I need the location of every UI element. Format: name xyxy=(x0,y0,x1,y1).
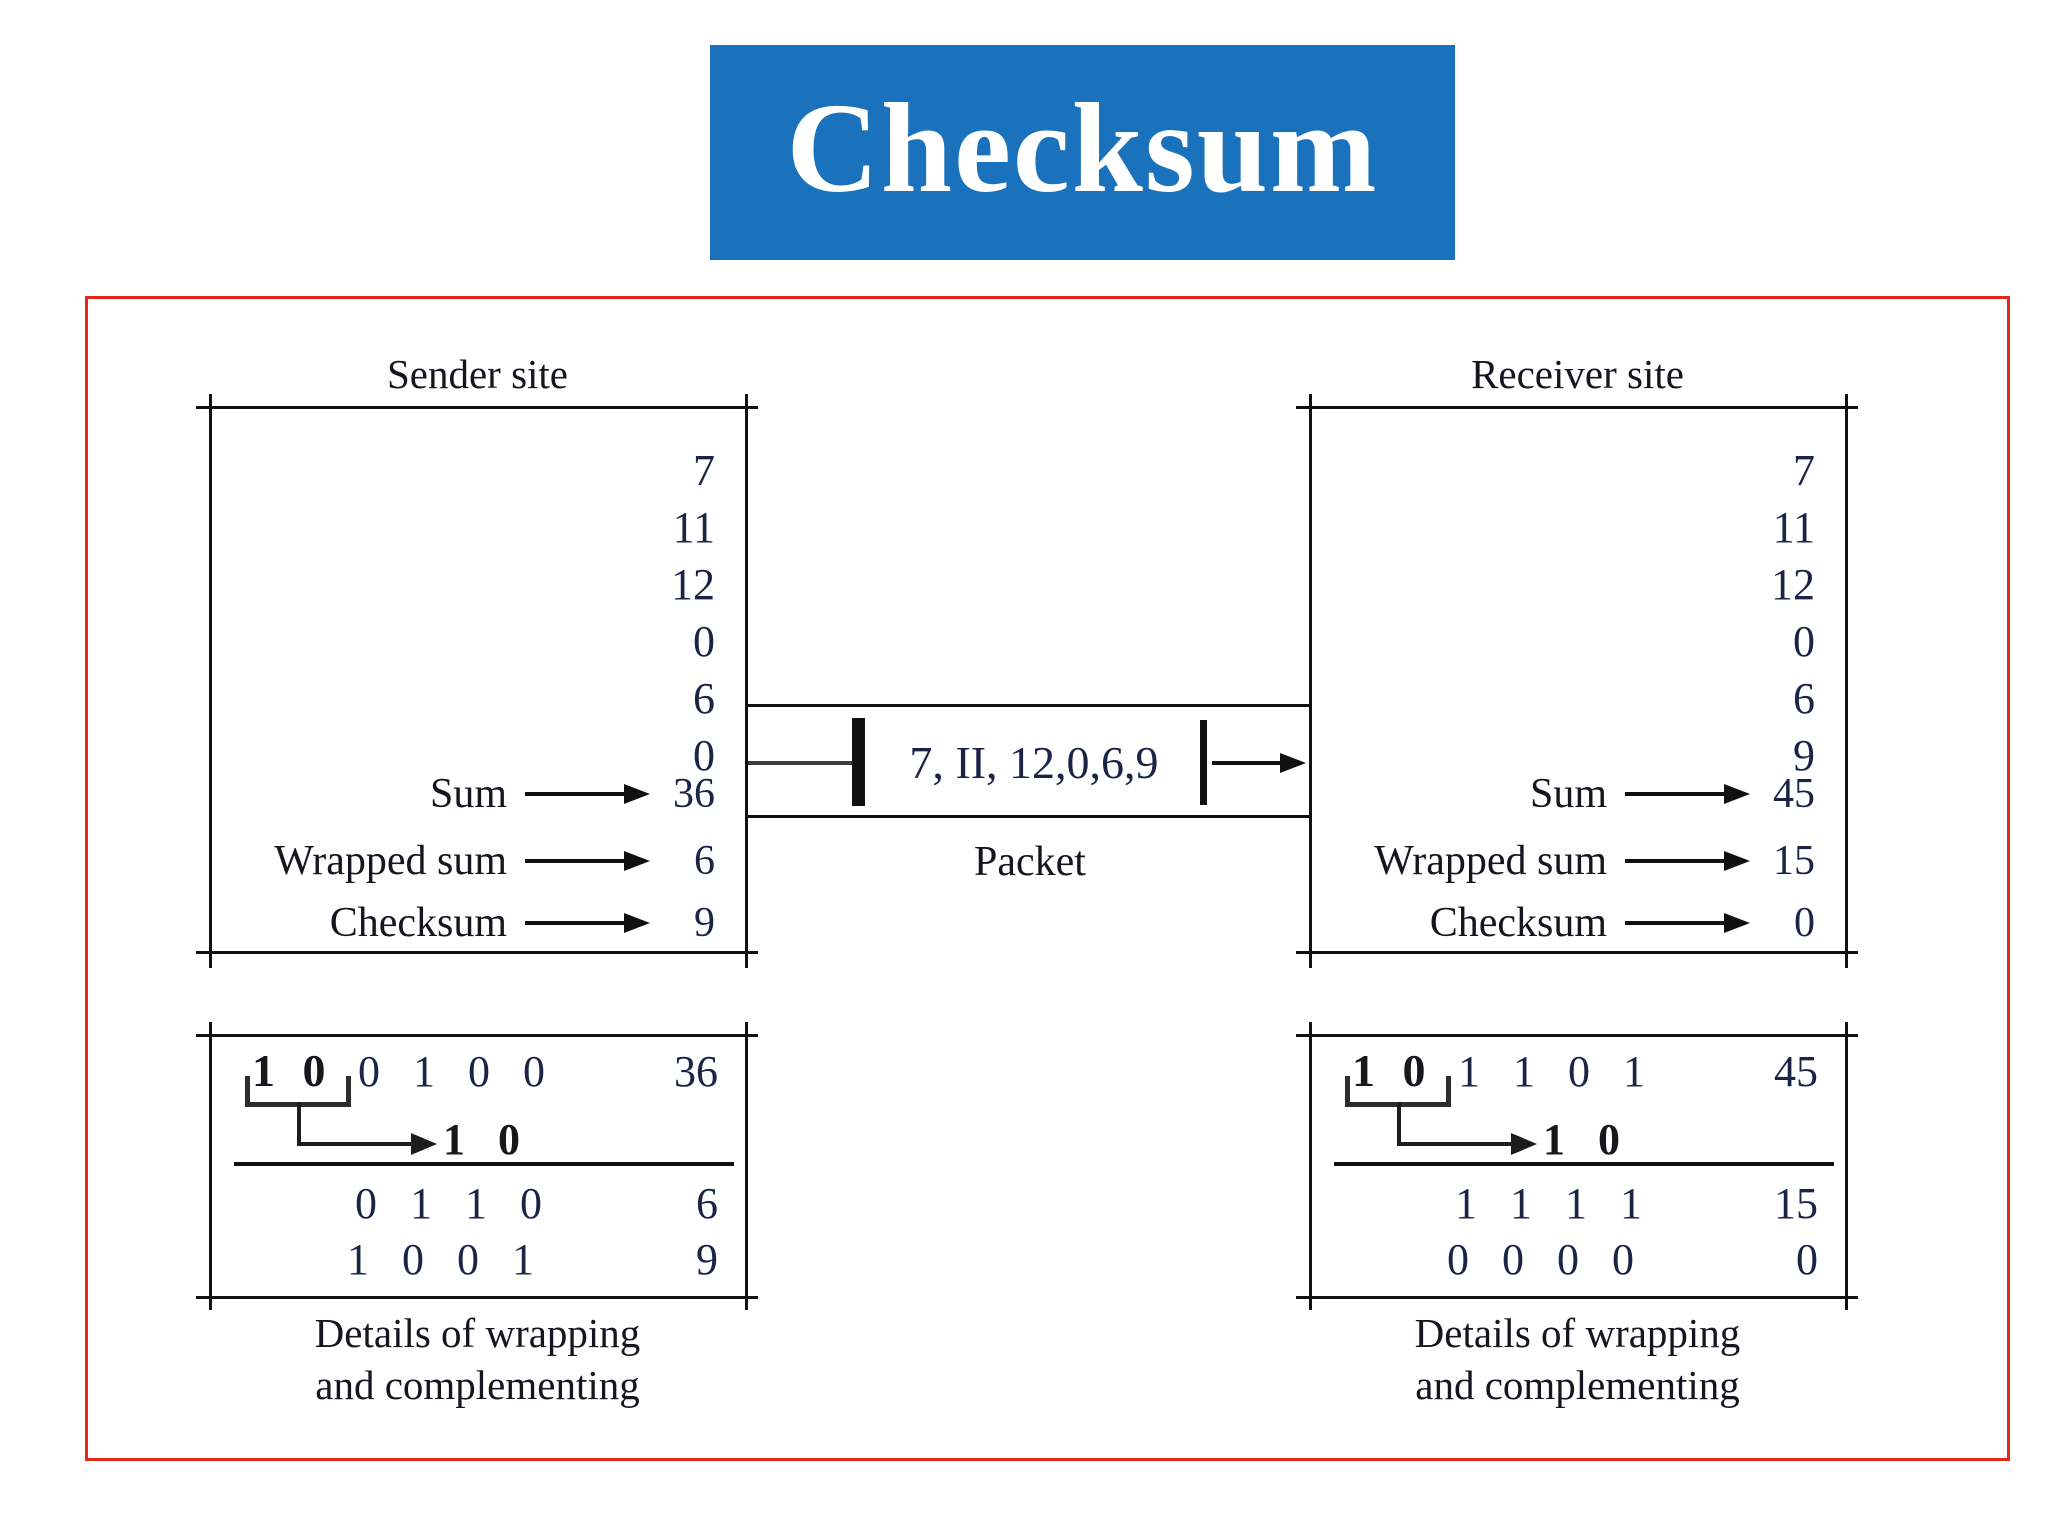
receiver-checksum-decimal: 0 xyxy=(1796,1235,1818,1284)
receiver-data-values: 7 11 12 0 6 9 xyxy=(1515,442,1815,784)
arrow-right-icon xyxy=(525,783,650,804)
sender-box-top-line xyxy=(196,406,758,409)
sender-wrapped-bits: 0 1 1 0 xyxy=(355,1179,553,1228)
receiver-sum-bits: 1 1 0 1 xyxy=(1458,1047,1656,1096)
receiver-box-bottom-line xyxy=(1296,951,1858,954)
receiver-wrapped-sum-row: Wrapped sum 15 xyxy=(1330,832,1815,889)
packet-label: Packet xyxy=(974,839,1086,885)
receiver-value: 9 xyxy=(1793,731,1815,780)
sender-value: 0 xyxy=(693,731,715,780)
receiver-checksum-row: Checksum 0 xyxy=(1330,894,1815,951)
sender-value: 0 xyxy=(693,617,715,666)
sender-value: 7 xyxy=(693,446,715,495)
wrapped-sum-value: 6 xyxy=(694,837,715,884)
receiver-sum-decimal: 45 xyxy=(1774,1047,1818,1096)
sender-value: 12 xyxy=(671,560,715,609)
channel-bottom-line xyxy=(747,815,1310,818)
arrow-right-icon xyxy=(1212,743,1306,783)
sender-details-bottom-line xyxy=(196,1296,758,1299)
diagram-frame xyxy=(85,296,2010,1461)
carry-wrap-arrow-icon xyxy=(297,1102,437,1155)
sender-value: 11 xyxy=(672,503,715,552)
sender-checksum-decimal: 9 xyxy=(696,1235,718,1284)
sender-box-left-line xyxy=(209,394,212,968)
receiver-value: 0 xyxy=(1793,617,1815,666)
arrow-right-icon xyxy=(1625,850,1750,871)
checksum-value: 9 xyxy=(694,899,715,946)
receiver-sum-rule xyxy=(1334,1162,1834,1166)
sender-checksum-row: Checksum 9 xyxy=(230,894,715,951)
receiver-details-right-line xyxy=(1845,1022,1848,1310)
receiver-box-left-line xyxy=(1309,394,1312,968)
receiver-sum-row: Sum 45 xyxy=(1330,765,1815,822)
packet-content: 7, II, 12,0,6,9 xyxy=(909,737,1159,788)
sender-checksum-bits: 1 0 0 1 xyxy=(347,1235,545,1284)
receiver-checksum-bits: 0 0 0 0 xyxy=(1447,1235,1645,1284)
wrapped-sum-value: 15 xyxy=(1773,837,1815,884)
receiver-value: 6 xyxy=(1793,674,1815,723)
receiver-details-left-line xyxy=(1309,1022,1312,1310)
wrapped-sum-label: Wrapped sum xyxy=(274,837,507,884)
packet-connector-line xyxy=(748,761,856,765)
packet-right-delimiter xyxy=(1200,720,1207,805)
sender-wrapped-sum-row: Wrapped sum 6 xyxy=(230,832,715,889)
receiver-site-label: Receiver site xyxy=(1471,351,1684,397)
sender-details-right-line xyxy=(745,1022,748,1310)
sender-sum-row: Sum 36 xyxy=(230,765,715,822)
checksum-label: Checksum xyxy=(329,899,507,946)
wrapped-sum-label: Wrapped sum xyxy=(1374,837,1607,884)
sender-wrapped-carry-bits: 1 0 xyxy=(443,1115,531,1164)
checksum-value: 0 xyxy=(1794,899,1815,946)
sender-site-label: Sender site xyxy=(386,351,569,397)
sender-sum-rule xyxy=(234,1162,734,1166)
arrow-right-icon xyxy=(525,850,650,871)
receiver-wrapped-carry-bits: 1 0 xyxy=(1543,1115,1631,1164)
sum-value: 45 xyxy=(1773,770,1815,817)
receiver-details-caption-line2: and complementing xyxy=(1415,1362,1740,1408)
sender-box-right-line xyxy=(745,394,748,968)
sender-wrapped-decimal: 6 xyxy=(696,1179,718,1228)
receiver-details-bottom-line xyxy=(1296,1296,1858,1299)
carry-wrap-arrow-icon xyxy=(1397,1102,1537,1155)
receiver-wrapped-bits: 1 1 1 1 xyxy=(1455,1179,1653,1228)
sender-box-bottom-line xyxy=(196,951,758,954)
receiver-value: 7 xyxy=(1793,446,1815,495)
title-banner: Checksum xyxy=(710,45,1455,260)
packet-left-delimiter xyxy=(852,718,865,806)
page-title: Checksum xyxy=(786,76,1379,219)
receiver-box-right-line xyxy=(1845,394,1848,968)
receiver-wrapped-decimal: 15 xyxy=(1774,1179,1818,1228)
sender-data-values: 7 11 12 0 6 0 xyxy=(415,442,715,784)
checksum-label: Checksum xyxy=(1429,899,1607,946)
sender-sum-decimal: 36 xyxy=(674,1047,718,1096)
receiver-value: 12 xyxy=(1771,560,1815,609)
arrow-right-icon xyxy=(1625,783,1750,804)
sum-label: Sum xyxy=(1529,770,1607,817)
sender-carry-bits: 1 0 xyxy=(252,1045,334,1096)
receiver-details-caption-line1: Details of wrapping xyxy=(1414,1310,1741,1356)
channel-top-line xyxy=(747,704,1310,707)
sender-details-caption-line2: and complementing xyxy=(315,1362,640,1408)
sender-value: 6 xyxy=(693,674,715,723)
sender-details-caption-line1: Details of wrapping xyxy=(314,1310,641,1356)
receiver-box-top-line xyxy=(1296,406,1858,409)
sender-details-left-line xyxy=(209,1022,212,1310)
receiver-carry-bits: 1 0 xyxy=(1352,1045,1434,1096)
arrow-right-icon xyxy=(525,912,650,933)
sum-value: 36 xyxy=(673,770,715,817)
receiver-details-top-line xyxy=(1296,1034,1858,1037)
sender-details-top-line xyxy=(196,1034,758,1037)
sum-label: Sum xyxy=(429,770,507,817)
sender-sum-bits: 0 1 0 0 xyxy=(358,1047,556,1096)
receiver-value: 11 xyxy=(1772,503,1815,552)
arrow-right-icon xyxy=(1625,912,1750,933)
